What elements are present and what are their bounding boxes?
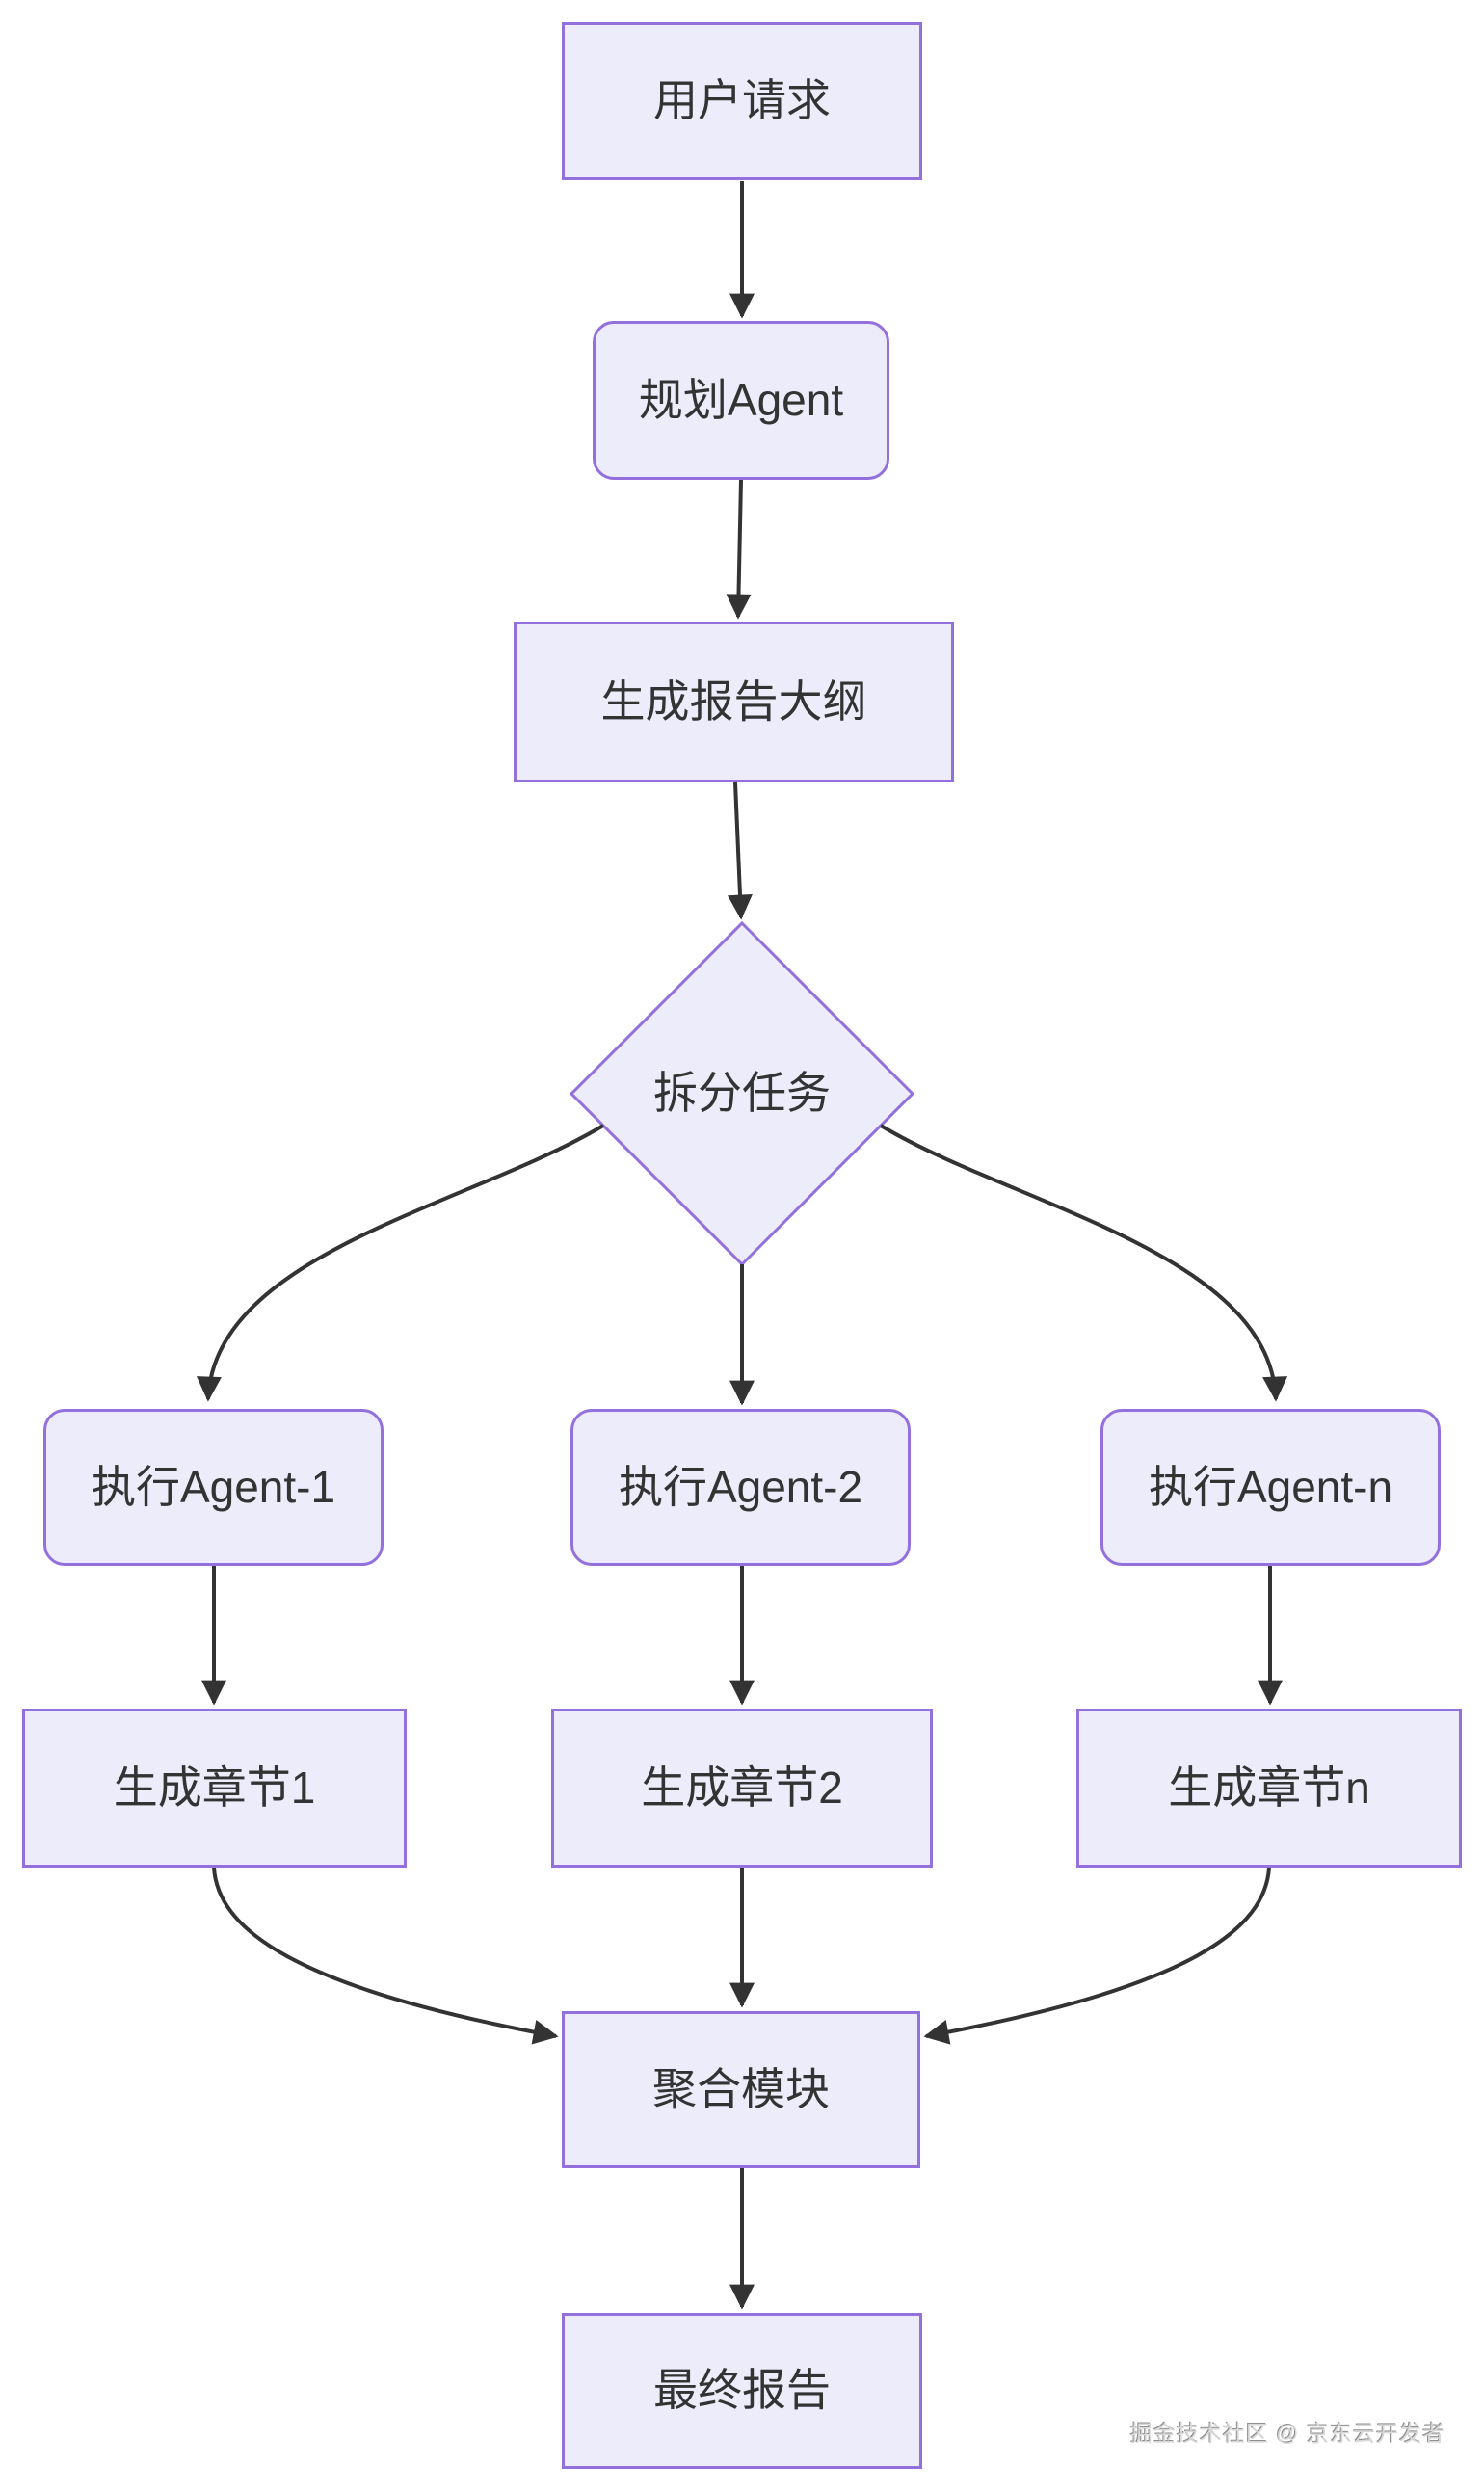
node-generate-outline: 生成报告大纲 xyxy=(514,622,954,782)
node-final-report: 最终报告 xyxy=(562,2313,922,2469)
node-chapter-n: 生成章节n xyxy=(1076,1709,1462,1868)
node-label: 生成章节2 xyxy=(641,1762,843,1813)
node-label: 规划Agent xyxy=(638,374,844,425)
node-split-tasks: 拆分任务 xyxy=(626,1065,858,1123)
edge-split-to-agentn xyxy=(879,1124,1288,1402)
node-exec-agent-n: 执行Agent-n xyxy=(1100,1409,1441,1566)
edge-chapter1-to-aggregate xyxy=(212,1867,559,2045)
node-label: 执行Agent-1 xyxy=(91,1461,336,1512)
node-chapter-1: 生成章节1 xyxy=(22,1709,407,1868)
node-planning-agent: 规划Agent xyxy=(593,321,889,480)
node-exec-agent-1: 执行Agent-1 xyxy=(43,1409,384,1566)
edge-chaptern-to-aggregate xyxy=(923,1867,1271,2045)
node-aggregate-module: 聚合模块 xyxy=(562,2011,920,2168)
node-label: 聚合模块 xyxy=(652,2063,830,2114)
node-label: 执行Agent-2 xyxy=(618,1461,863,1512)
node-label: 生成章节n xyxy=(1168,1762,1370,1813)
node-label: 生成报告大纲 xyxy=(600,676,867,727)
node-user-request: 用户请求 xyxy=(562,22,922,180)
edge-outline-to-split xyxy=(727,782,753,920)
node-chapter-2: 生成章节2 xyxy=(551,1709,933,1868)
watermark-text: 掘金技术社区 @ 京东云开发者 xyxy=(1129,2421,1445,2446)
node-label: 执行Agent-n xyxy=(1148,1461,1393,1512)
edge-split-to-agent1 xyxy=(196,1124,605,1402)
node-label: 生成章节1 xyxy=(113,1762,316,1813)
node-label: 用户请求 xyxy=(653,75,831,126)
node-label: 拆分任务 xyxy=(653,1068,831,1119)
edge-planning-to-outline xyxy=(726,479,752,620)
node-exec-agent-2: 执行Agent-2 xyxy=(570,1409,911,1566)
node-label: 最终报告 xyxy=(653,2365,831,2416)
